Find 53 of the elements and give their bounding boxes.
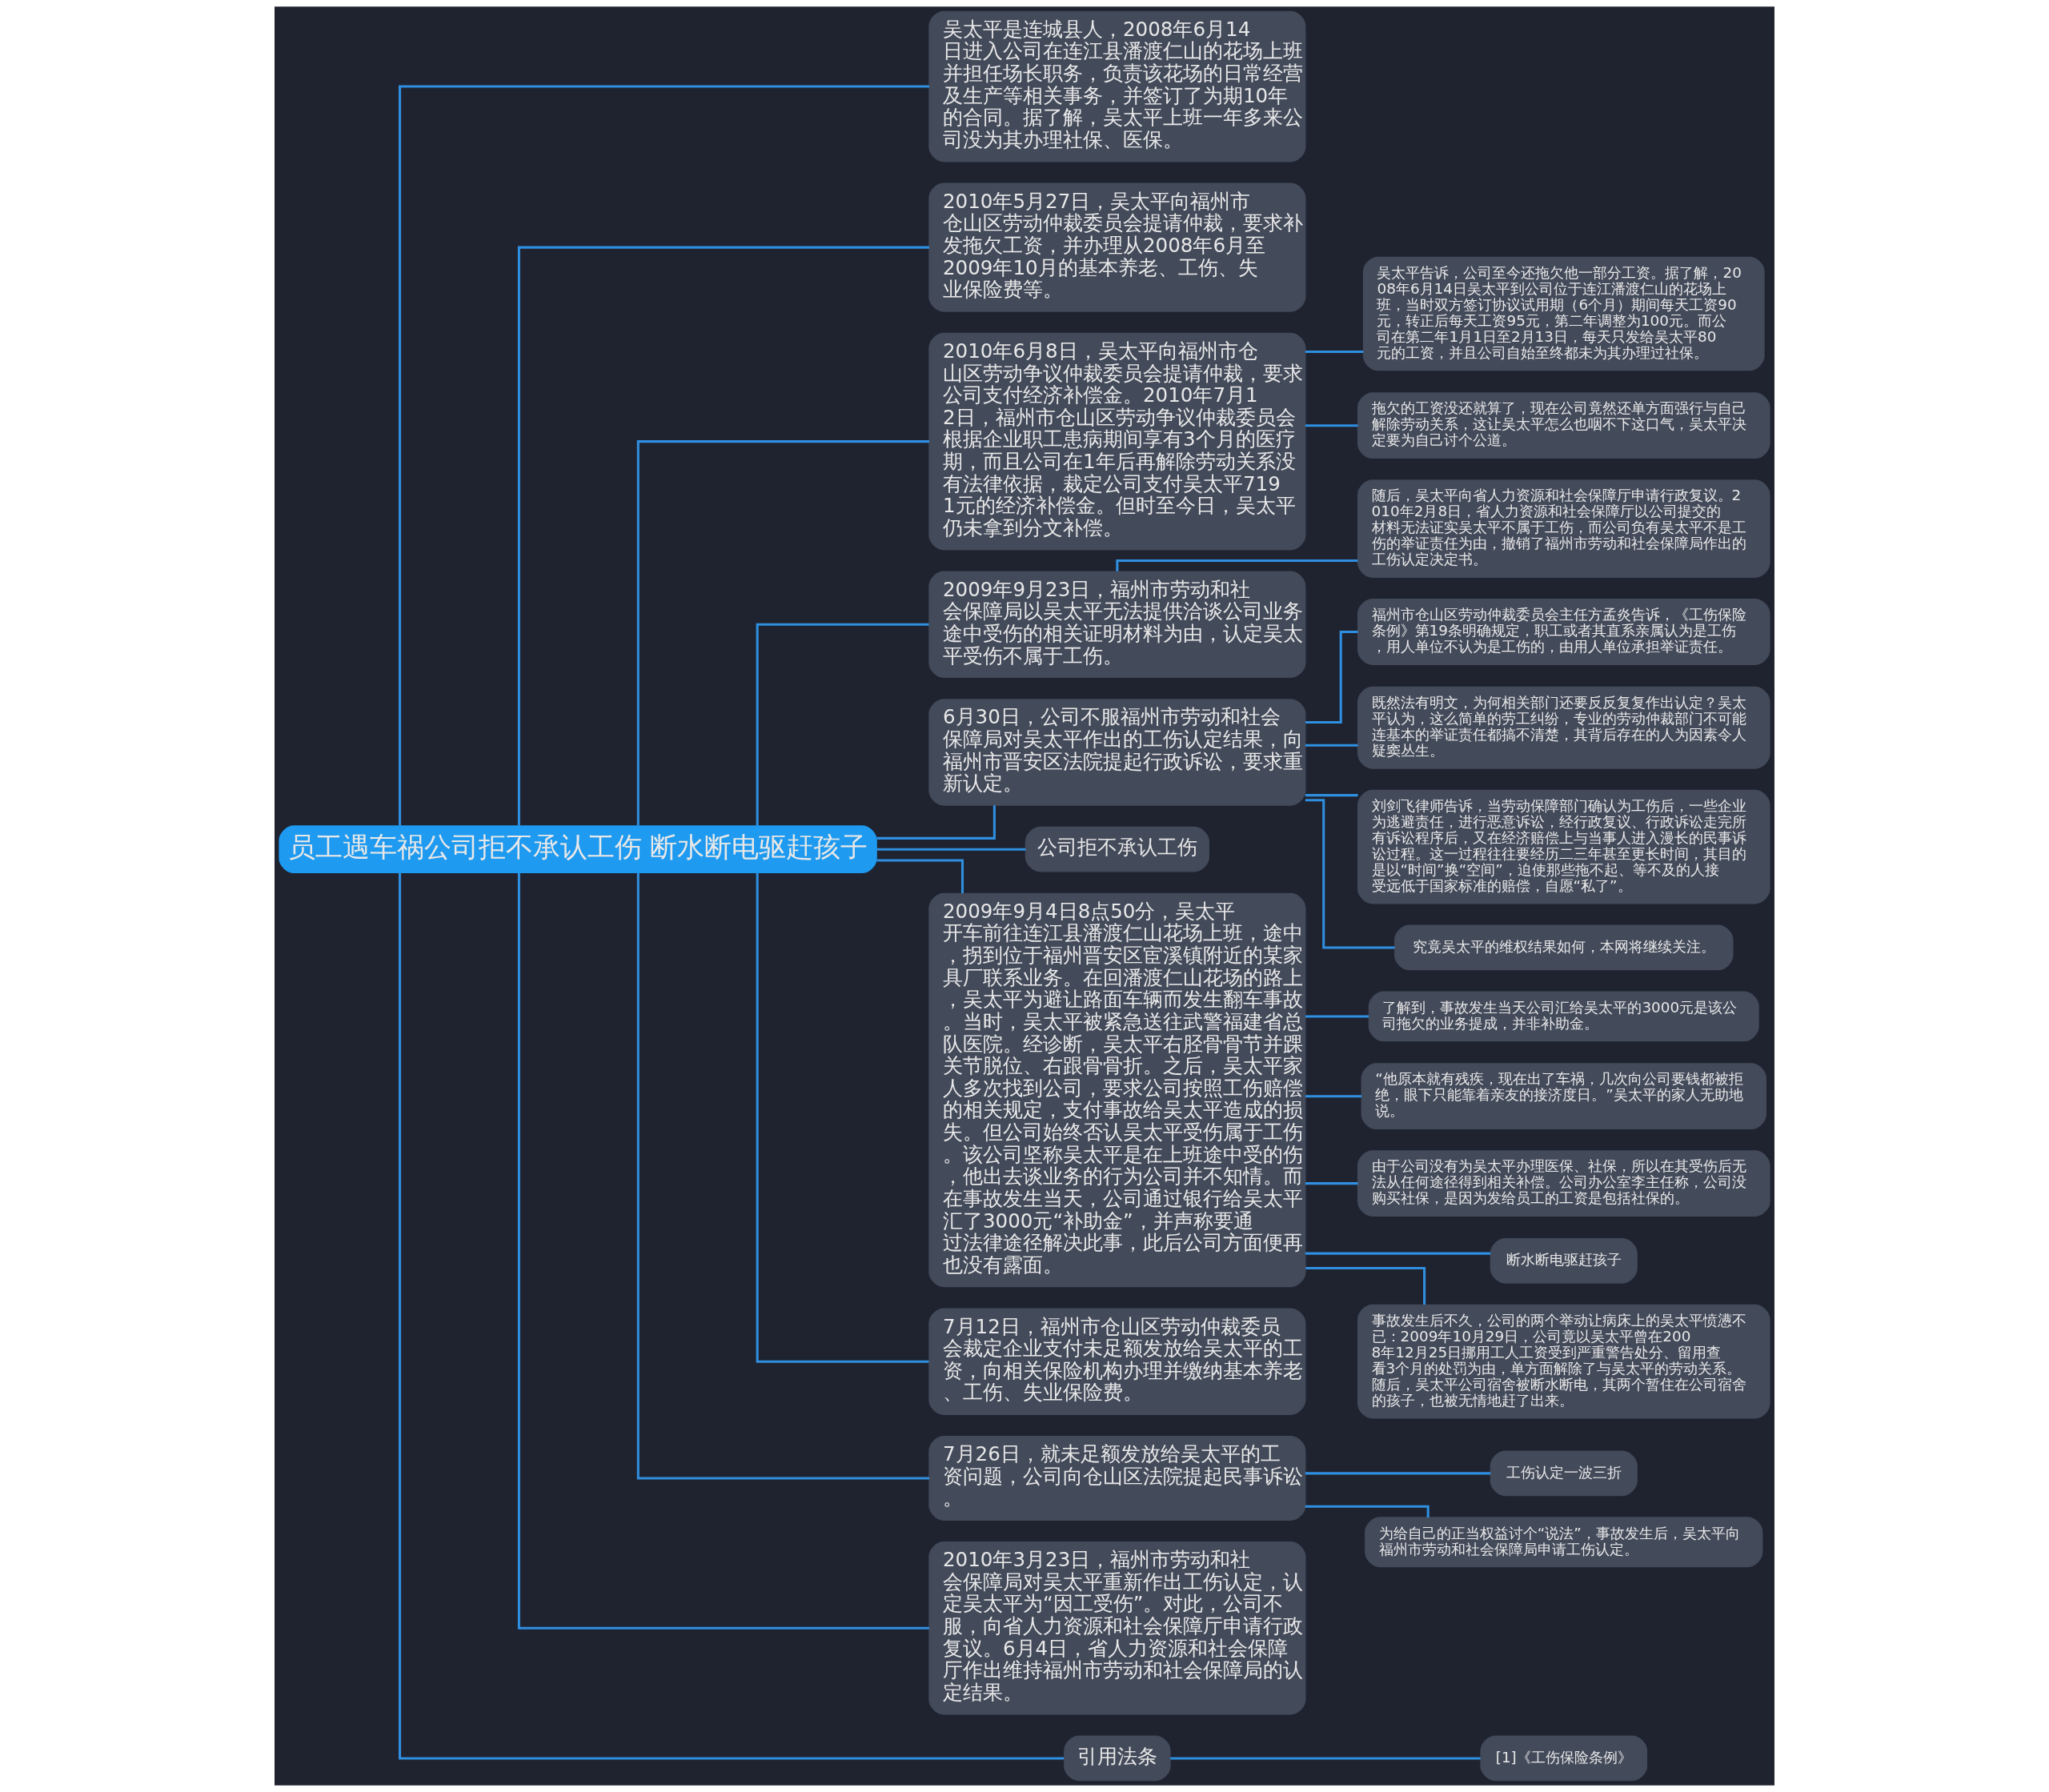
node-box: 为给自己的正当权益讨个“说法”，事故发生后，吴太平向福州市劳动和社会保障局申请工伤认定。 (1365, 1517, 1763, 1568)
connector (756, 623, 929, 826)
connector (1305, 424, 1358, 427)
node-box: 引用法条 (1064, 1735, 1171, 1782)
connector (517, 872, 929, 1630)
connector (1305, 1015, 1369, 1018)
node-box: 福州市仓山区劳动仲裁委员会主任方孟炎告诉，《工伤保险条例》第19条明确规定，职工或者其直系亲属认为是工伤，用人单位不认为是工伤的，由用人单位承担举证责任。 (1357, 599, 1770, 665)
node-box: 拖欠的工资没还就算了，现在公司竟然还单方面强行与自己解除劳动关系，这让吴太平怎么也咽不下这口气，吴太平决定要为自己讨个公道。 (1357, 392, 1770, 459)
connector (876, 848, 1026, 851)
node-box: 2010年3月23日，福州市劳动和社会保障局对吴太平重新作出工伤认定，认定吴太平为“因工受伤”。对此，公司不服，向省人力资源和社会保障厅申请行政复议。6月4日，省人力资源和社会保障厅作出维持福州市劳动和社会保障局的认定结果。 (928, 1541, 1306, 1715)
connector (756, 872, 929, 1363)
connector (1305, 631, 1358, 724)
connector (1305, 1505, 1429, 1517)
node-box: 2009年9月4日8点50分，吴太平开车前往连江县潘渡仁山花场上班，途中，拐到位于福州晋安区宦溪镇附近的某家具厂联系业务。在回潘渡仁山花场的路上，吴太平为避让路面车辆而发生翻车事故。当时，吴太平被紧急送往武警福建省总队医院。经诊断，吴太平右胫骨骨节并踝关节脱位、右跟骨骨折。之后，吴太平家人多次找到公司，要求公司按照工伤赔偿的相关规定，支付事故给吴太平造成的损失。但公司始终否认吴太平受伤属于工伤。该公司坚称吴太平是在上班途中受的伤，他出去谈业务的行为公司并不知情。而在事故发生当天，公司通过银行给吴太平汇了3000元“补助金”，并声称要通过法律途径解决此事，此后公司方面便再也没有露面。 (928, 892, 1306, 1288)
connector (399, 872, 1065, 1760)
connector (399, 85, 929, 826)
connector (517, 246, 929, 826)
connector (1305, 351, 1364, 354)
node-box: 断水断电驱赶孩子 (1490, 1237, 1638, 1284)
node-box: 员工遇车祸公司拒不承认工伤 断水断电驱赶孩子 (279, 825, 877, 874)
node-box: 究竟吴太平的维权结果如何，本网将继续关注。 (1393, 924, 1734, 971)
node-box: 公司拒不承认工伤 (1024, 826, 1209, 872)
node-box: “他原本就有残疾，现在出了车祸，几次向公司要钱都被拒绝，眼下只能靠着亲友的接济度日。”吴太平的家人无助地说。 (1361, 1063, 1767, 1130)
node-box: 既然法有明文，为何相关部门还要反反复复作出认定？吴太平认为，这么简单的劳工纠纷，专业的劳动仲裁部门不可能连基本的举证责任都搞不清楚，其背后存在的人为因素令人疑窦丛生。 (1357, 686, 1770, 769)
connector (1305, 1472, 1491, 1475)
node-box: 2010年6月8日，吴太平向福州市仓山区劳动争议仲裁委员会提请仲裁，要求公司支付经济补偿金。2010年7月12日，福州市仓山区劳动争议仲裁委员会根据企业职工患病期间享有3个月的医疗期，而且公司在1年后再解除劳动关系没有法律依据，裁定公司支付吴太平7191元的经济补偿金。但时至今日，吴太平仍未拿到分文补偿。 (928, 332, 1306, 551)
connector (636, 872, 929, 1480)
connector (1305, 1095, 1362, 1098)
node-box: 了解到，事故发生当天公司汇给吴太平的3000元是该公司拖欠的业务提成，并非补助金。 (1368, 991, 1759, 1042)
connector (876, 859, 964, 894)
node-box: 2009年9月23日，福州市劳动和社会保障局以吴太平无法提供洽谈公司业务途中受伤的相关证明材料为由，认定吴太平受伤不属于工伤。 (928, 571, 1306, 679)
node-box: 7月12日，福州市仓山区劳动仲裁委员会裁定企业支付未足额发放给吴太平的工资，向相关保险机构办理并缴纳基本养老、工伤、失业保险费。 (928, 1308, 1306, 1415)
connector (1305, 744, 1358, 747)
node-box: 由于公司没有为吴太平办理医保、社保，所以在其受伤后无法从任何途径得到相关补偿。公司办公室李主任称，公司没购买社保，是因为发给员工的工资是包括社保的。 (1357, 1150, 1770, 1217)
node-box: 7月26日，就未足额发放给吴太平的工资问题，公司向仓山区法院提起民事诉讼。 (928, 1436, 1306, 1521)
node-box: 6月30日，公司不服福州市劳动和社会保障局对吴太平作出的工伤认定结果，向福州市晋安区法院提起行政诉讼，要求重新认定。 (928, 699, 1306, 806)
node-box: 吴太平告诉，公司至今还拖欠他一部分工资。据了解，2008年6月14日吴太平到公司位于连江潘渡仁山的花场上班，当时双方签订协议试用期（6个月）期间每天工资90元，转正后每天工资95元，第二年调整为100元。而公司在第二年1月1日至2月13日，每天只发给吴太平80元的工资，并且公司自始至终都未为其办理过社保。 (1362, 256, 1765, 371)
node-box: 2010年5月27日，吴太平向福州市仓山区劳动仲裁委员会提请仲裁，要求补发拖欠工资，并办理从2008年6月至2009年10月的基本养老、工伤、失业保险费等。 (928, 182, 1306, 312)
connector (876, 805, 996, 840)
node-box: 事故发生后不久，公司的两个举动让病床上的吴太平愤懑不已：2009年10月29日，公司竟以吴太平曾在2008年12月25日挪用工人工资受到严重警告处分、留用查看3个月的处罚为由，单方面解除了与吴太平的劳动关系。随后，吴太平公司宿舍被断水断电，其两个暂住在公司宿舍的孩子，也被无情地赶了出来。 (1357, 1304, 1770, 1419)
node-box: 随后，吴太平向省人力资源和社会保障厅申请行政复议。2010年2月8日，省人力资源和社会保障厅以公司提交的材料无法证实吴太平不属于工伤，而公司负有吴太平不是工伤的举证责任为由，撤销了福州市劳动和社会保障局作出的工伤认定决定书。 (1357, 479, 1770, 578)
node-box: [1]《工伤保险条例》 (1480, 1735, 1648, 1782)
connector (1116, 559, 1358, 571)
connector (636, 440, 929, 826)
connector (1305, 799, 1395, 949)
node-box: 刘剑飞律师告诉，当劳动保障部门确认为工伤后，一些企业为逃避责任，进行恶意诉讼，经行政复议、行政诉讼走完所有诉讼程序后，又在经济赔偿上与当事人进入漫长的民事诉讼过程。这一过程往往要经历二三年甚至更长时间，其目的是以“时间”换“空间”，迫使那些拖不起、等不及的人接受远低于国家标准的赔偿，自愿“私了”。 (1357, 789, 1770, 904)
connector (1305, 1252, 1491, 1255)
connector (1170, 1757, 1481, 1760)
connector (1305, 1182, 1358, 1185)
node-box: 吴太平是连城县人，2008年6月14日进入公司在连江县潘渡仁山的花场上班并担任场长职务，负责该花场的日常经营及生产等相关事务，并签订了为期10年的合同。据了解，吴太平上班一年多来公司没为其办理社保、医保。 (928, 10, 1306, 162)
connector (1305, 1267, 1426, 1305)
node-box: 工伤认定一波三折 (1490, 1450, 1638, 1497)
connector (1305, 794, 1358, 797)
